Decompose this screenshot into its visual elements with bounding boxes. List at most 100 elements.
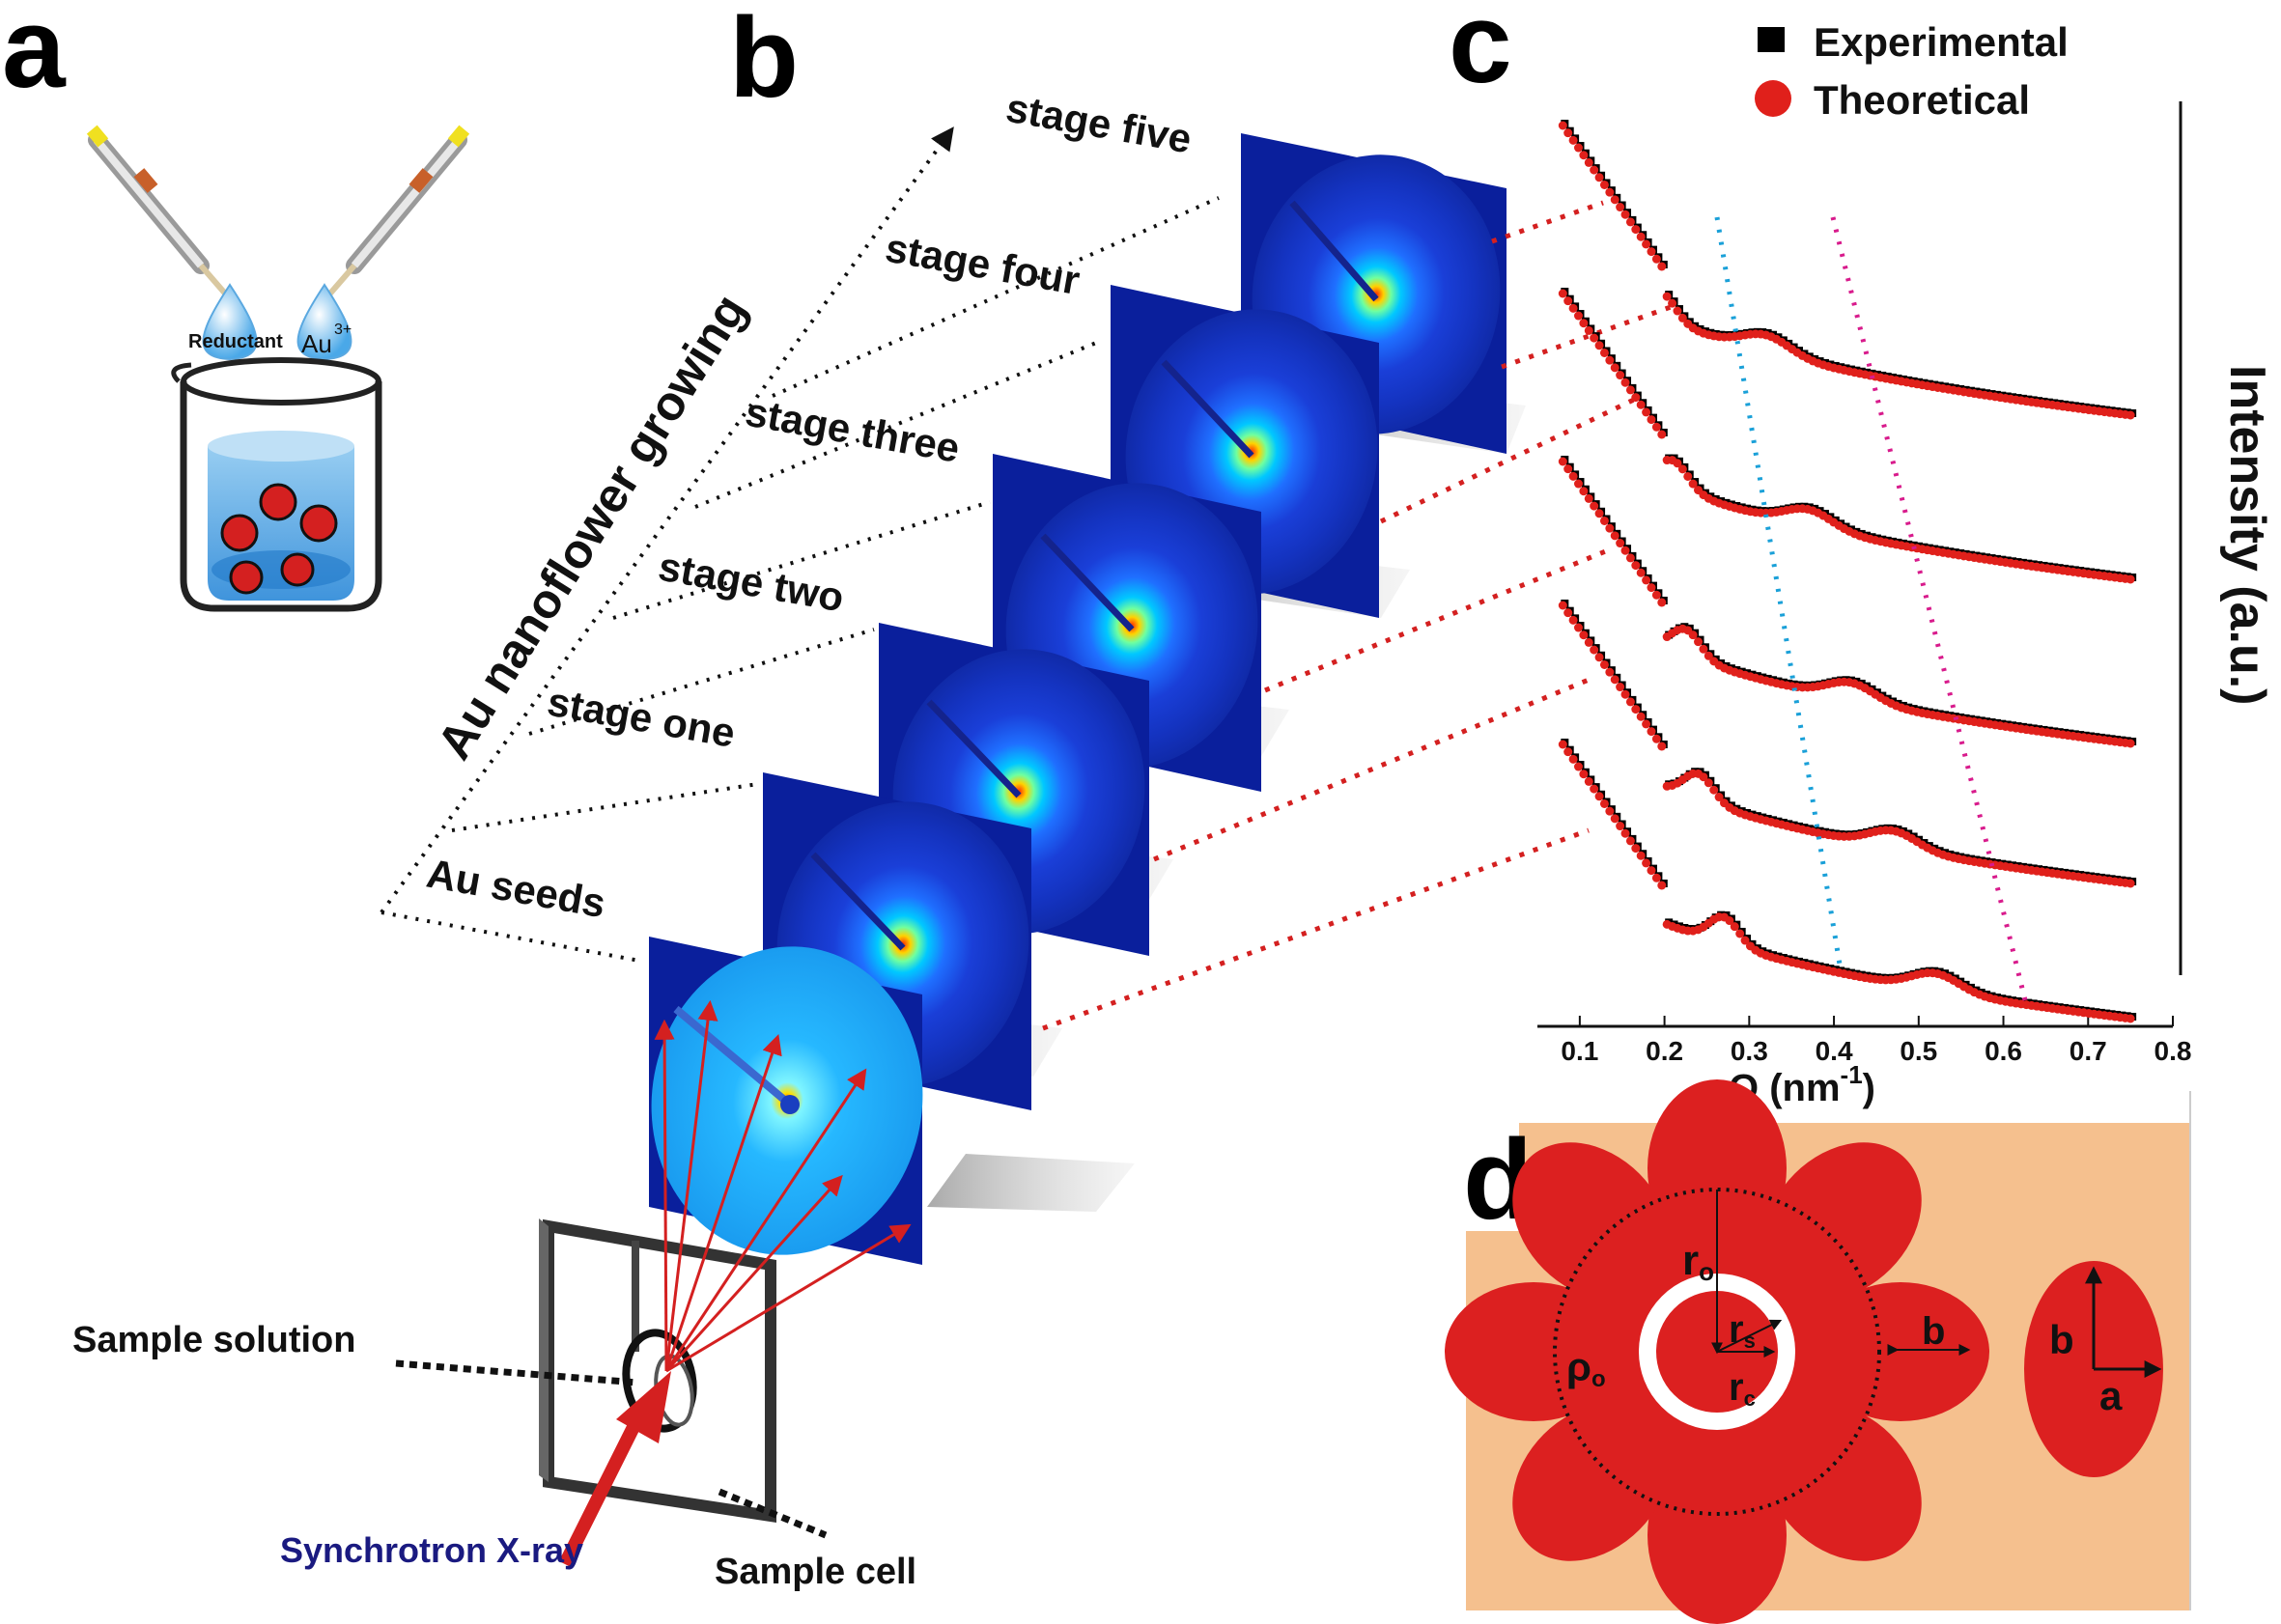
theoretical-point xyxy=(1573,623,1583,632)
theoretical-point xyxy=(1673,459,1682,468)
x-tick-label: 0.4 xyxy=(1816,1036,1853,1066)
stage-label-seeds: Au seeds xyxy=(423,851,608,927)
sample-solution-label: Sample solution xyxy=(72,1320,355,1360)
theoretical-point xyxy=(1594,173,1604,182)
theoretical-point xyxy=(1568,471,1578,481)
x-tick-label: 0.3 xyxy=(1731,1036,1768,1066)
theoretical-point xyxy=(1636,851,1646,860)
petal-b2-label: b xyxy=(2049,1317,2074,1362)
theoretical-point xyxy=(1563,608,1573,618)
theoretical-point xyxy=(1657,262,1667,271)
theoretical-point xyxy=(1584,325,1593,335)
theoretical-point xyxy=(1610,195,1619,205)
theoretical-point xyxy=(1625,553,1635,563)
theoretical-point xyxy=(1631,561,1641,571)
theoretical-point xyxy=(1594,792,1604,801)
au-ion-label: Au xyxy=(301,329,332,358)
theoretical-point xyxy=(1563,464,1573,474)
stage-label-four: stage four xyxy=(882,225,1083,304)
rc-label: rc xyxy=(1729,1366,1756,1411)
theoretical-point xyxy=(1704,651,1713,660)
nanoflower-particles-icon xyxy=(220,483,338,595)
stage-leader-lines xyxy=(380,196,1220,963)
theoretical-point xyxy=(1568,303,1578,313)
panel-label-a: a xyxy=(2,0,67,112)
theoretical-point xyxy=(1579,319,1589,328)
theoretical-point xyxy=(1704,778,1713,788)
theoretical-point xyxy=(1740,936,1750,945)
theoretical-point xyxy=(1558,601,1567,610)
theoretical-point xyxy=(1568,135,1578,145)
theoretical-point xyxy=(1616,683,1625,692)
theoretical-point xyxy=(1605,806,1615,816)
theoretical-point xyxy=(1631,844,1641,854)
nanoflower-model xyxy=(1445,1079,1989,1624)
theoretical-point xyxy=(1563,296,1573,306)
x-tick-label: 0.6 xyxy=(1985,1036,2022,1066)
theoretical-point xyxy=(1579,151,1589,160)
theoretical-point xyxy=(1688,479,1698,489)
theoretical-point xyxy=(1573,762,1583,771)
single-petal: b a xyxy=(2024,1261,2163,1477)
ro-label: ro xyxy=(1682,1237,1714,1286)
legend-marker-theoretical xyxy=(1755,80,1791,117)
panel-c: Experimental Theoretical Intensity (a.u.… xyxy=(1537,19,2275,1109)
theoretical-point xyxy=(1699,644,1708,654)
theoretical-point xyxy=(1647,583,1656,593)
legend-label-theoretical: Theoretical xyxy=(1814,77,2030,123)
theoretical-point xyxy=(1647,727,1656,737)
sample-cell-leader xyxy=(718,1488,828,1539)
theoretical-point xyxy=(1584,776,1593,786)
theoretical-point xyxy=(1599,659,1609,669)
theoretical-point xyxy=(1610,814,1619,824)
theoretical-point xyxy=(1579,487,1589,496)
theoretical-point xyxy=(1616,203,1625,212)
panel-label-b: b xyxy=(729,0,799,122)
theoretical-point xyxy=(1647,247,1656,257)
theoretical-point xyxy=(1590,501,1599,511)
theoretical-point xyxy=(2126,1014,2135,1023)
theoretical-point xyxy=(1730,922,1739,932)
rs-label: rs xyxy=(1729,1308,1756,1353)
theoretical-point xyxy=(1579,770,1589,779)
theoretical-point xyxy=(1563,747,1573,757)
theoretical-point xyxy=(1605,355,1615,365)
theoretical-point xyxy=(2126,574,2135,584)
theoretical-point xyxy=(1651,254,1661,264)
theoretical-point xyxy=(2126,410,2135,420)
theoretical-point xyxy=(1642,239,1651,249)
theoretical-point xyxy=(1584,493,1593,503)
theoretical-point xyxy=(1616,822,1625,831)
theoretical-point xyxy=(1573,143,1583,153)
theoretical-point xyxy=(1573,311,1583,321)
sample-solution-leader xyxy=(395,1359,638,1386)
theoretical-point xyxy=(1694,637,1704,647)
reductant-label: Reductant xyxy=(188,331,283,352)
pipette-right-icon xyxy=(326,125,470,296)
theoretical-point xyxy=(1642,575,1651,585)
theoretical-point xyxy=(1651,590,1661,600)
xray-label: Synchrotron X-ray xyxy=(280,1530,583,1570)
theoretical-point xyxy=(1625,217,1635,227)
x-tick-label: 0.2 xyxy=(1646,1036,1683,1066)
theoretical-point xyxy=(1651,734,1661,743)
theoretical-point xyxy=(1599,516,1609,525)
outer-radius-circle xyxy=(1553,1188,1881,1516)
panel-a: Reductant Au 3+ xyxy=(86,125,470,612)
theoretical-point xyxy=(1594,341,1604,350)
sample-cell-icon xyxy=(539,1218,776,1523)
theoretical-point xyxy=(1636,232,1646,241)
theoretical-point xyxy=(1558,289,1567,298)
theoretical-point xyxy=(1657,881,1667,890)
theoretical-point xyxy=(1599,798,1609,808)
theoretical-point xyxy=(1568,754,1578,764)
theoretical-point xyxy=(1677,313,1687,322)
theoretical-point xyxy=(1625,697,1635,707)
theoretical-point xyxy=(1642,719,1651,729)
theoretical-point xyxy=(1584,157,1593,167)
theoretical-point xyxy=(1625,385,1635,395)
legend-marker-experimental xyxy=(1758,27,1785,52)
x-tick-label: 0.8 xyxy=(2154,1036,2192,1066)
